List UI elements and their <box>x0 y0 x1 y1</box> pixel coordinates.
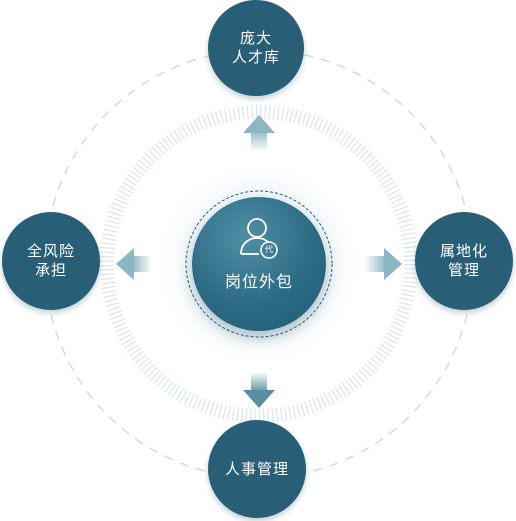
node-bottom: 人事管理 <box>208 420 306 518</box>
node-left: 全风险 承担 <box>2 212 100 310</box>
arrow-right-icon <box>364 248 402 280</box>
node-right: 属地化 管理 <box>415 212 513 310</box>
tick-ring <box>100 105 418 423</box>
node-right-line1: 属地化 <box>439 242 488 260</box>
node-top: 庞大 人才库 <box>208 0 304 96</box>
core-dashed-ring <box>185 190 333 338</box>
person-icon <box>240 218 278 259</box>
arrow-left-icon <box>116 248 152 280</box>
center-label: 岗位外包 <box>224 272 293 291</box>
arrow-up-icon <box>243 115 275 152</box>
node-top-line2: 人才库 <box>231 48 280 66</box>
node-bottom-line1: 人事管理 <box>224 459 289 478</box>
node-right-line2: 管理 <box>447 261 480 279</box>
node-left-line1: 全风险 <box>26 242 75 260</box>
arrow-down-icon <box>243 372 275 408</box>
node-top-line1: 庞大 <box>239 29 272 47</box>
node-left-line2: 承担 <box>34 261 67 279</box>
center-badge: 代 <box>265 245 273 254</box>
